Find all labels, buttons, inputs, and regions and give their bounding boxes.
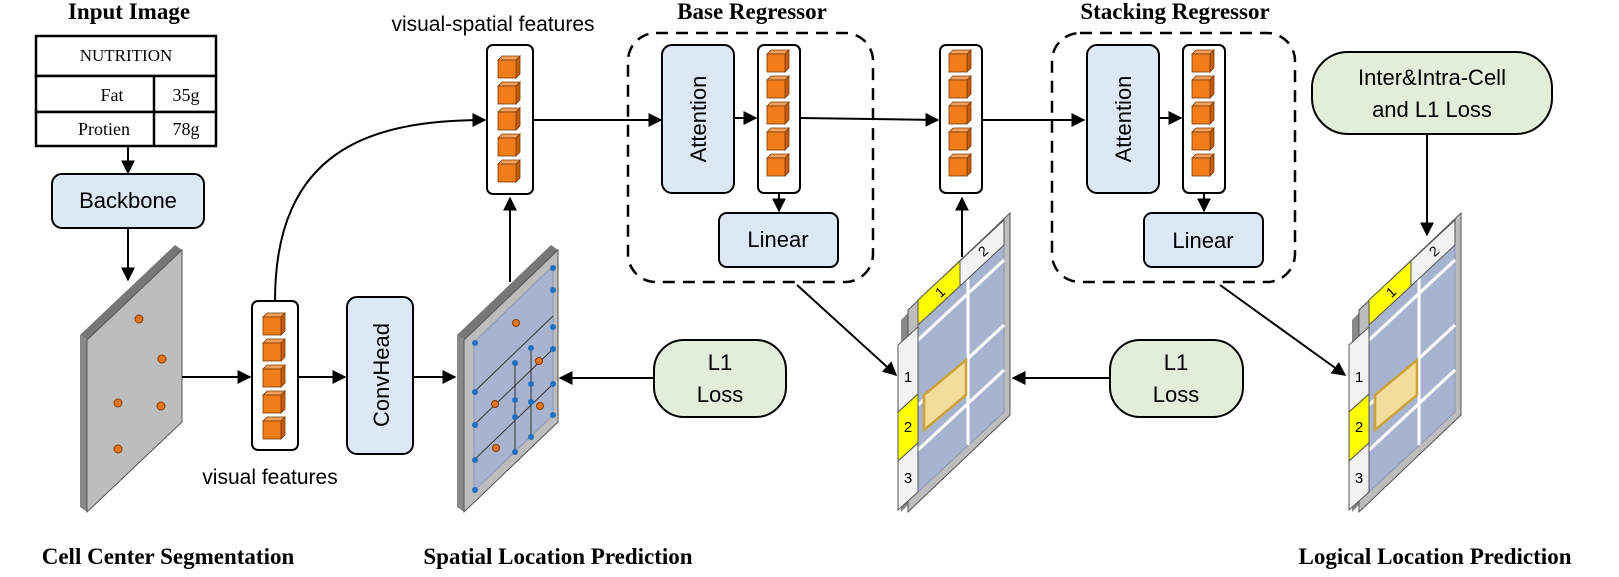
visual-features-label: visual features — [202, 466, 337, 489]
base-regressor-heading: Base Regressor — [677, 0, 827, 24]
table-header: NUTRITION — [80, 46, 173, 65]
stacking-regressor-features — [1182, 44, 1226, 194]
arrow — [274, 113, 487, 302]
arrow — [799, 112, 940, 127]
linear-label: Linear — [1172, 228, 1233, 253]
logical-grid-final — [1348, 211, 1462, 514]
stacked-features — [939, 44, 983, 194]
logical-location-prediction-caption: Logical Location Prediction — [1298, 544, 1571, 569]
visual-spatial-features — [486, 44, 534, 195]
l1-loss-text: Loss — [697, 382, 743, 407]
linear-module — [1143, 212, 1264, 268]
attention-label: Attention — [686, 76, 711, 163]
attention-label: Attention — [1111, 76, 1136, 163]
stacking-regressor-group — [1050, 31, 1297, 284]
visual-features — [251, 300, 299, 451]
visual-spatial-features-label: visual-spatial features — [391, 13, 594, 36]
l1-loss-text: Loss — [1153, 382, 1199, 407]
l1-loss-text: L1 — [1164, 350, 1188, 375]
linear-label: Linear — [747, 227, 808, 252]
segmentation-map — [80, 245, 183, 514]
backbone-label: Backbone — [79, 188, 177, 213]
base-regressor-features — [757, 44, 801, 194]
spatial-location-map — [457, 245, 559, 514]
table-row-value: 78g — [173, 119, 200, 139]
table-row-label: Protien — [78, 119, 130, 139]
inter-intra-cell-loss-text: and L1 Loss — [1372, 97, 1492, 122]
inter-intra-cell-loss-box — [1311, 51, 1553, 135]
base-regressor-group — [626, 31, 875, 284]
spatial-location-prediction-caption: Spatial Location Prediction — [423, 544, 692, 569]
logical-grid-intermediate — [897, 211, 1011, 514]
table-row-label: Fat — [100, 85, 123, 105]
l1-loss-text: L1 — [708, 350, 732, 375]
row-index-label: 3 — [1355, 470, 1363, 487]
row-index-label: 2 — [1355, 419, 1363, 436]
row-index-label: 1 — [1355, 369, 1363, 386]
input-table: NUTRITION Fat 35g Protien 78g — [34, 34, 218, 148]
arrow — [796, 284, 898, 376]
inter-intra-cell-loss-text: Inter&Intra-Cell — [1358, 65, 1506, 90]
linear-module — [718, 212, 839, 268]
stacking-regressor-heading: Stacking Regressor — [1080, 0, 1269, 24]
row-index-label: 3 — [904, 470, 912, 487]
convhead-label: ConvHead — [369, 323, 394, 427]
input-image-heading: Input Image — [68, 0, 190, 24]
row-index-label: 2 — [904, 419, 912, 436]
cell-center-segmentation-caption: Cell Center Segmentation — [42, 544, 295, 569]
row-index-label: 1 — [904, 369, 912, 386]
convhead-module — [346, 296, 414, 455]
arrow — [1219, 284, 1347, 376]
table-row-value: 35g — [173, 85, 200, 105]
